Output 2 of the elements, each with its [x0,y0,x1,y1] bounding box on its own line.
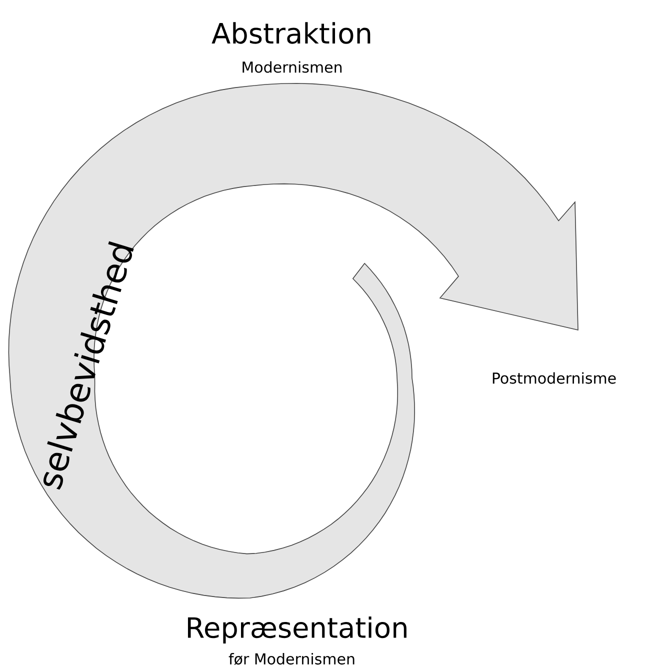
stage-heading: Abstraktion [212,22,370,44]
stage-subheading: før Modernismen [228,652,354,666]
